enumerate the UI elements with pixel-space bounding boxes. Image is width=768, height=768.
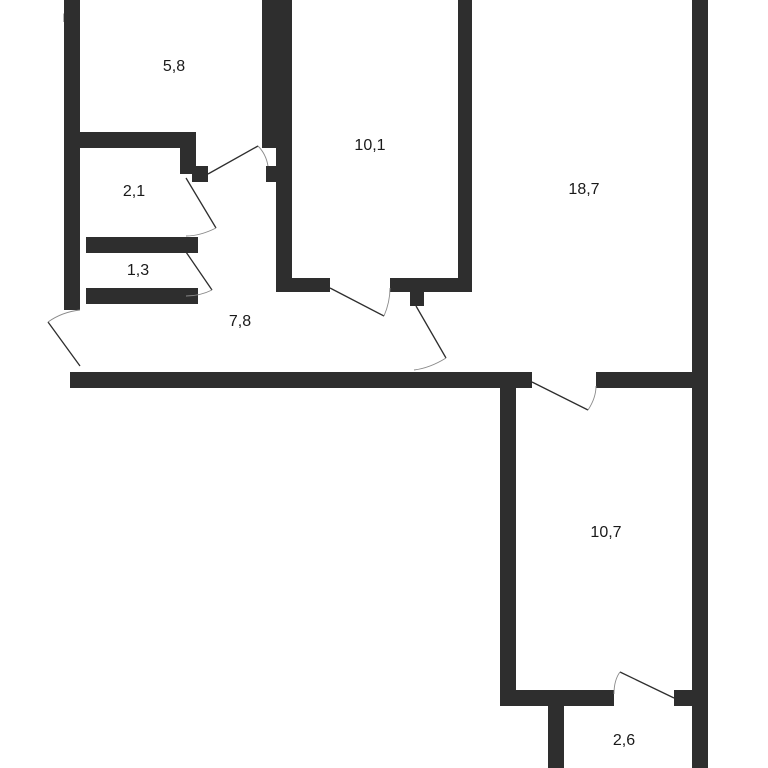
door-leaf-small-lower	[185, 251, 213, 291]
wall-center-bottom-left	[276, 278, 330, 292]
walls	[64, 0, 708, 768]
door-arc-small-lower	[185, 289, 213, 297]
wall-small-middle	[86, 237, 198, 253]
wall-top-left-right	[262, 0, 276, 148]
wall-center-bottom-right	[390, 278, 472, 292]
area-label-hallway: 7,8	[229, 313, 251, 330]
area-label-right-large: 18,7	[568, 181, 599, 198]
door-leaf-small-upper	[185, 177, 217, 229]
area-label-right-lower: 10,7	[590, 524, 621, 541]
door-leaf-bottom	[619, 671, 675, 699]
wall-bottom-room-left	[548, 706, 564, 768]
wall-small-top	[80, 132, 196, 148]
wall-main-horizontal-right	[596, 372, 708, 388]
area-label-small-lower: 1,3	[127, 262, 149, 279]
wall-small-bottom	[86, 288, 198, 304]
wall-lower-bottom-right	[674, 690, 708, 706]
door-arc-entrance	[47, 309, 81, 323]
area-labels: 5,8 10,1 18,7 2,1 1,3 7,8 10,7 2,6	[123, 58, 635, 749]
wall-jamb-center-left	[266, 166, 282, 182]
area-label-top-left: 5,8	[163, 58, 185, 75]
area-label-small-upper: 2,1	[123, 183, 145, 200]
wall-center-right	[458, 0, 472, 292]
wall-small-jamb	[192, 166, 208, 182]
door-leaf-center	[329, 287, 385, 317]
door-arc-center	[383, 287, 391, 317]
door-leaf-lower-right	[531, 381, 589, 411]
wall-center-left	[276, 0, 292, 292]
doors	[47, 145, 675, 699]
wall-lower-left	[500, 372, 516, 706]
door-arc-bottom	[613, 671, 621, 695]
wall-left-outer	[64, 0, 80, 310]
door-leaf-top-left	[207, 145, 259, 175]
door-leaf-hall-right	[415, 305, 447, 359]
wall-small-right-upper	[180, 132, 196, 174]
area-label-center-top: 10,1	[354, 137, 385, 154]
door-arc-hall-right	[413, 357, 447, 371]
area-label-bottom-right: 2,6	[613, 732, 635, 749]
door-arc-top-left	[257, 145, 269, 167]
door-arc-lower-right	[587, 385, 597, 411]
door-arc-small-upper	[185, 227, 217, 237]
door-leaf-entrance	[47, 321, 81, 367]
wall-main-horizontal	[70, 372, 532, 388]
wall-lower-bottom-left	[500, 690, 614, 706]
wall-center-door-jamb	[410, 292, 424, 306]
